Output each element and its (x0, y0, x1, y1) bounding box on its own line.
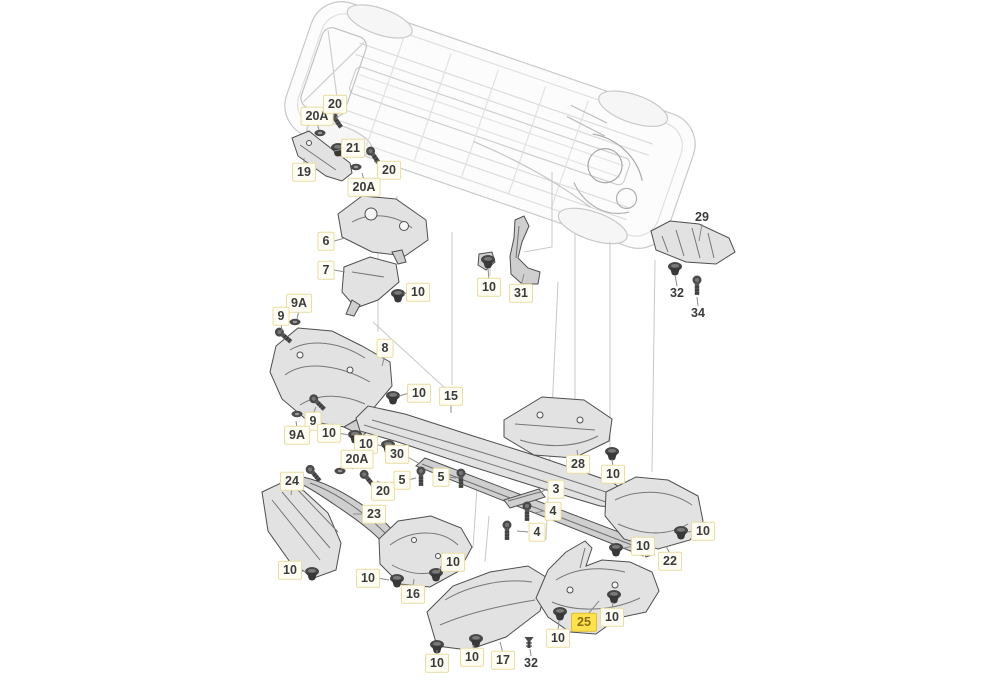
callout-10[interactable]: 10 (441, 552, 465, 572)
part-drawings (261, 130, 736, 651)
callout-10[interactable]: 10 (407, 383, 431, 403)
callout-19[interactable]: 19 (292, 162, 316, 182)
callout-3[interactable]: 3 (547, 479, 565, 499)
callout-4[interactable]: 4 (528, 522, 546, 542)
part-19-drawing (291, 130, 353, 182)
part-29-drawing (650, 220, 736, 265)
callout-20[interactable]: 20 (323, 94, 347, 114)
callout-34: 34 (691, 305, 705, 320)
callout-20A[interactable]: 20A (340, 449, 374, 469)
callout-10[interactable]: 10 (278, 560, 302, 580)
callout-15[interactable]: 15 (439, 386, 463, 406)
callout-5[interactable]: 5 (393, 470, 411, 490)
callout-10[interactable]: 10 (317, 423, 341, 443)
car-underbody-drawing (284, 1, 696, 249)
callout-32: 32 (670, 285, 684, 300)
callout-8[interactable]: 8 (376, 338, 394, 358)
callout-9A[interactable]: 9A (286, 293, 312, 313)
callout-20A[interactable]: 20A (347, 177, 381, 197)
callout-21[interactable]: 21 (341, 138, 365, 158)
callout-4[interactable]: 4 (544, 501, 562, 521)
callout-30[interactable]: 30 (385, 444, 409, 464)
part-28-drawing (503, 396, 613, 459)
callout-10[interactable]: 10 (354, 434, 378, 454)
callout-10[interactable]: 10 (460, 647, 484, 667)
callout-10[interactable]: 10 (546, 628, 570, 648)
callout-10[interactable]: 10 (425, 653, 449, 673)
callout-10[interactable]: 10 (356, 568, 380, 588)
callout-9A[interactable]: 9A (284, 425, 310, 445)
callout-10[interactable]: 10 (600, 607, 624, 627)
callout-10[interactable]: 10 (406, 282, 430, 302)
part-6-drawing (337, 195, 429, 265)
part-7-drawing (341, 256, 400, 317)
callout-10[interactable]: 10 (631, 536, 655, 556)
callout-7[interactable]: 7 (317, 260, 335, 280)
callout-17[interactable]: 17 (491, 650, 515, 670)
callout-10[interactable]: 10 (477, 277, 501, 297)
callout-10[interactable]: 10 (691, 521, 715, 541)
callout-23[interactable]: 23 (362, 504, 386, 524)
callout-5[interactable]: 5 (432, 467, 450, 487)
callout-20A[interactable]: 20A (300, 106, 334, 126)
callout-31[interactable]: 31 (509, 283, 533, 303)
callout-28[interactable]: 28 (566, 454, 590, 474)
callout-9[interactable]: 9 (272, 306, 290, 326)
callout-25-selected[interactable]: 25 (571, 612, 597, 632)
callout-20[interactable]: 20 (371, 481, 395, 501)
callout-16[interactable]: 16 (401, 584, 425, 604)
callout-20[interactable]: 20 (377, 160, 401, 180)
callout-32: 32 (524, 655, 538, 670)
callout-6[interactable]: 6 (317, 231, 335, 251)
callout-10[interactable]: 10 (601, 464, 625, 484)
callout-22[interactable]: 22 (658, 551, 682, 571)
part-3-drawing (503, 488, 546, 509)
callout-24[interactable]: 24 (280, 471, 304, 491)
callout-29: 29 (695, 209, 709, 224)
